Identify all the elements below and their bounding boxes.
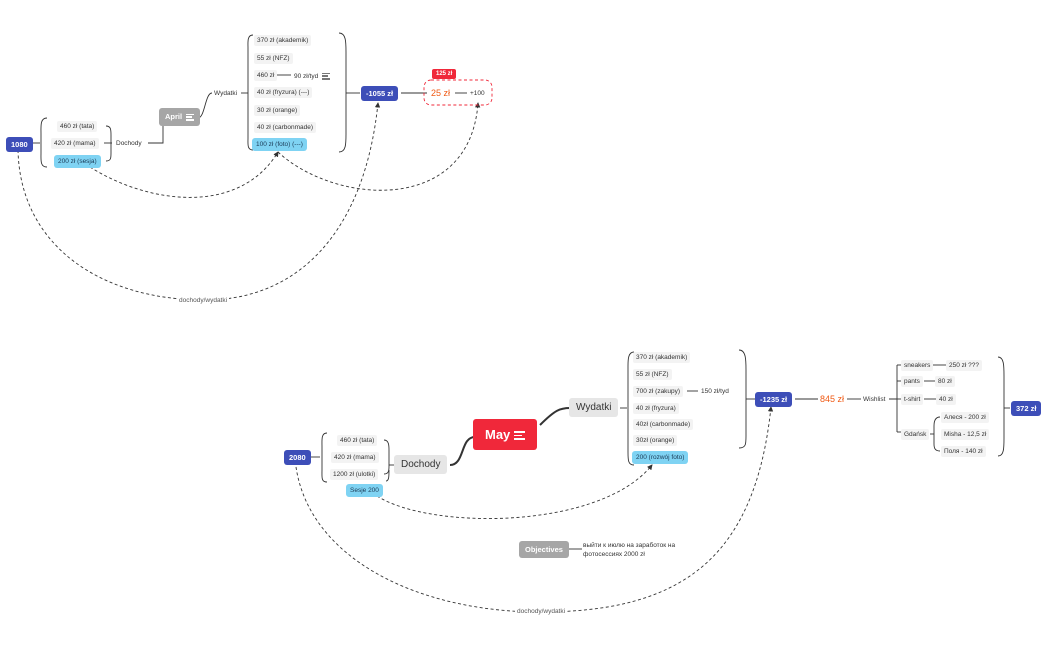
- april-expense-total[interactable]: -1055 zł: [361, 86, 399, 101]
- bracket-april-income: [40, 117, 48, 168]
- april-expense-item[interactable]: 40 zł (fryzura) (---): [254, 87, 313, 98]
- wishlist-item-name[interactable]: pants: [901, 376, 923, 387]
- may-sessions[interactable]: Sesje 200: [346, 484, 383, 497]
- may-expense-item[interactable]: 40zł (carbonmade): [633, 419, 694, 430]
- link-april-income-expense: [17, 102, 381, 301]
- may-expense-branch[interactable]: Wydatki: [569, 398, 619, 417]
- wishlist-branch[interactable]: Wishlist: [863, 396, 886, 403]
- gdansk-item[interactable]: Алеся - 200 zł: [941, 412, 989, 423]
- connector-dochody-may: [449, 436, 476, 466]
- wishlist-item-name[interactable]: Gdańsk: [901, 429, 930, 440]
- objectives-text[interactable]: выйти к июлю на заработок на фотосессиях …: [580, 540, 678, 560]
- wishlist-total[interactable]: 372 zł: [1011, 401, 1042, 416]
- may-income-item[interactable]: 460 zł (tata): [337, 435, 378, 446]
- may-expense-item[interactable]: 700 zł (zakupy): [633, 386, 684, 397]
- notes-icon: [322, 71, 331, 81]
- connector-may-wydatki: [539, 407, 571, 426]
- april-income-item-session[interactable]: 200 zł (sesja): [54, 155, 101, 168]
- may-expense-item[interactable]: 55 zł (NFZ): [633, 369, 672, 380]
- bracket-may-income: [321, 432, 328, 483]
- april-balance-tag: 125 zł: [432, 69, 457, 79]
- wishlist-item-value[interactable]: 80 zł: [935, 376, 955, 387]
- april-expense-item-foto[interactable]: 100 zł (foto) (---): [252, 138, 307, 151]
- link-may-sesje-foto: [376, 464, 653, 519]
- april-expense-branch[interactable]: Wydatki: [214, 90, 238, 97]
- may-expense-total[interactable]: -1235 zł: [755, 392, 793, 407]
- may-center-label: May: [485, 427, 511, 442]
- april-weekly-note-label: 90 zł/tyd: [294, 72, 319, 80]
- may-expense-item[interactable]: 40 zł (fryzura): [633, 403, 679, 414]
- bracket-wishlist-right: [997, 356, 1005, 457]
- april-link-label: dochody/wydatki: [177, 297, 230, 304]
- notes-icon: [186, 112, 195, 122]
- connector-dochody-april: [148, 118, 164, 144]
- objectives-node[interactable]: Objectives: [519, 541, 569, 558]
- connector-wishlist-items: [889, 398, 898, 432]
- may-expense-item-foto[interactable]: 200 (rozwój foto): [632, 451, 689, 464]
- connector-april-wydatki: [197, 92, 213, 119]
- link-april-sesja-foto: [89, 151, 279, 198]
- bracket-april-income-right: [105, 125, 112, 162]
- april-income-item[interactable]: 460 zł (tata): [57, 121, 98, 132]
- april-expense-item[interactable]: 370 zł (akademik): [254, 35, 312, 46]
- april-expense-item[interactable]: 40 zł (carbonmade): [254, 122, 316, 133]
- may-income-item[interactable]: 420 zł (mama): [331, 452, 379, 463]
- may-expense-item[interactable]: 370 zł (akademik): [633, 352, 691, 363]
- wishlist-item-value[interactable]: 40 zł: [936, 394, 956, 405]
- april-center-label: April: [165, 112, 183, 122]
- may-income-item[interactable]: 1200 zł (ulotki): [330, 469, 379, 480]
- link-april-foto-extra: [277, 102, 481, 191]
- objectives-text-line: фотосессиях 2000 zł: [583, 551, 645, 558]
- wishlist-item-value[interactable]: 250 zł ???: [946, 360, 982, 371]
- bracket-gdansk: [933, 416, 941, 452]
- bracket-may-right: [738, 349, 747, 449]
- may-balance[interactable]: 845 zł: [820, 394, 845, 404]
- may-center-node[interactable]: May: [473, 419, 538, 450]
- objectives-text-line: выйти к июлю на заработок на: [583, 542, 676, 549]
- april-weekly-note[interactable]: 90 zł/tyd: [291, 70, 333, 82]
- april-expense-item[interactable]: 30 zł (orange): [254, 105, 301, 116]
- bracket-april-right: [338, 32, 347, 153]
- april-income-branch[interactable]: Dochody: [116, 140, 142, 147]
- bracket-april-expense: [247, 34, 254, 151]
- april-balance[interactable]: 25 zł: [431, 88, 451, 98]
- may-weekly-note[interactable]: 150 zł/tyd: [701, 388, 729, 395]
- may-link-label: dochody/wydatki: [515, 608, 568, 615]
- bracket-may-income-right: [383, 439, 390, 475]
- april-extra[interactable]: +100: [470, 90, 485, 97]
- april-income-item[interactable]: 420 zł (mama): [51, 138, 99, 149]
- april-income-total[interactable]: 1080: [6, 137, 33, 152]
- april-center-node[interactable]: April: [159, 108, 201, 127]
- wishlist-item-name[interactable]: t-shirt: [901, 394, 924, 405]
- april-expense-item[interactable]: 55 zł (NFZ): [254, 53, 293, 64]
- may-income-branch[interactable]: Dochody: [394, 455, 448, 474]
- wishlist-item-name[interactable]: sneakers: [901, 360, 934, 371]
- may-expense-item[interactable]: 30zł (orange): [633, 435, 678, 446]
- gdansk-item[interactable]: Misha - 12,5 zł: [941, 429, 990, 440]
- may-income-total[interactable]: 2080: [284, 450, 311, 465]
- gdansk-item[interactable]: Поля - 140 zł: [941, 446, 986, 457]
- bracket-may-expense: [627, 351, 635, 466]
- april-expense-item[interactable]: 460 zł: [254, 70, 278, 81]
- notes-icon: [514, 429, 526, 442]
